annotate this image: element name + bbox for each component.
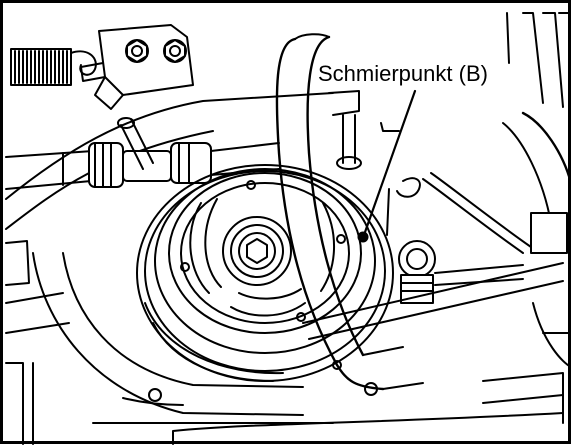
fuel-line-fittings xyxy=(5,117,280,190)
tension-spring xyxy=(10,48,97,86)
coolant-hose xyxy=(275,33,424,391)
mounting-bracket xyxy=(80,24,194,110)
left-frame-parts xyxy=(5,240,34,445)
technical-line-drawing xyxy=(5,12,571,445)
pulley-assembly xyxy=(136,164,394,382)
lubrication-point-label: Schmierpunkt (B) xyxy=(315,61,491,87)
housing-outline xyxy=(5,92,564,445)
right-side-components xyxy=(148,12,571,424)
callout-leader xyxy=(357,89,417,243)
lubrication-point-marker xyxy=(357,231,369,243)
